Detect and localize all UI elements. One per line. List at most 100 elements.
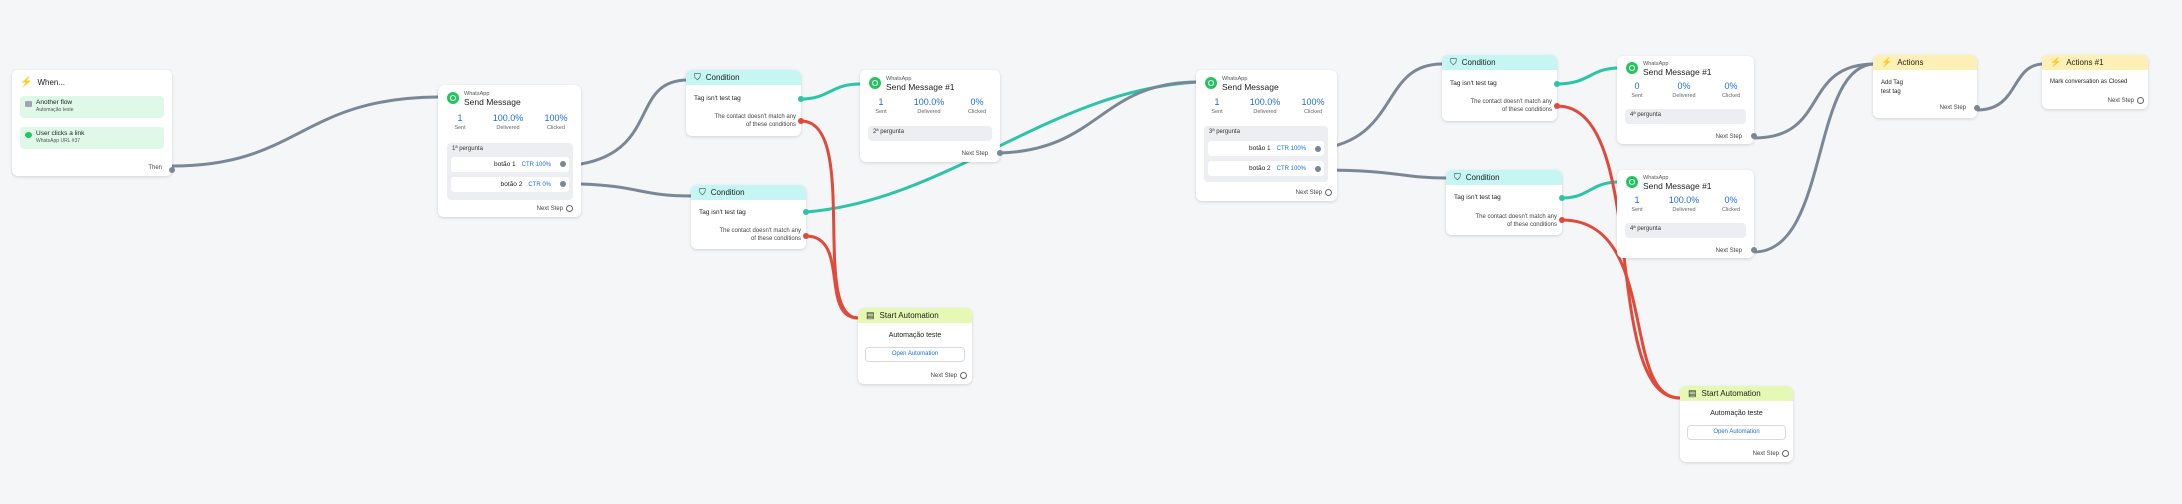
next-step[interactable]: Next Step: [537, 204, 573, 212]
edge-cond1-start1: [799, 119, 860, 320]
condition-true-port[interactable]: [803, 209, 809, 215]
condition-false-port[interactable]: [798, 118, 804, 124]
next-step[interactable]: Next Step: [2108, 96, 2144, 104]
condition-card-3[interactable]: ⛉Condition Tag isn't test tag The contac…: [1442, 55, 1560, 121]
stat-delivered: 100.0%Delivered: [1249, 97, 1281, 115]
stat-clicked: 0%Clicked: [967, 97, 987, 115]
condition-card-4[interactable]: ⛉Condition Tag isn't test tag The contac…: [1446, 170, 1565, 235]
trigger-item-link-click[interactable]: User clicks a link WhatsApp URL #37: [20, 127, 164, 149]
question-box: 4ª pergunta: [1625, 109, 1746, 124]
edge-actions1-actions2: [1975, 62, 2046, 112]
next-step-port-icon: [1325, 188, 1332, 196]
edge-msg3-b2-cond4: [1316, 168, 1448, 180]
filter-icon: ⛉: [699, 187, 706, 197]
edge-msg1-b2-cond2: [579, 182, 694, 198]
condition-true-port[interactable]: [1554, 81, 1560, 87]
next-step[interactable]: Next Step: [961, 151, 988, 157]
edge-cond4-start2: [1560, 218, 1682, 400]
next-step[interactable]: Next Step: [1753, 449, 1789, 457]
condition-false-port[interactable]: [803, 233, 809, 239]
start-automation-card-2[interactable]: ▤Start Automation Automação teste Open A…: [1680, 386, 1793, 462]
message-title: Send Message: [464, 97, 521, 107]
lightning-icon: ⚡: [2050, 57, 2062, 67]
actions-header: ⚡Actions: [1873, 55, 1977, 70]
next-step-port[interactable]: [1751, 133, 1757, 139]
whatsapp-icon: [25, 132, 32, 138]
condition-rule: Tag isn't test tag: [694, 95, 741, 102]
button-2-port[interactable]: [1315, 166, 1321, 172]
next-step-port-icon: [2137, 96, 2144, 104]
filter-icon: ⛉: [1454, 172, 1461, 182]
next-step[interactable]: Next Step: [1296, 188, 1332, 196]
start-automation-card-1[interactable]: ▤Start Automation Automação teste Open A…: [858, 308, 972, 384]
next-step-port[interactable]: [1751, 247, 1757, 253]
edge-cond3-msg4: [1555, 66, 1621, 86]
trigger-item-title: User clicks a link: [36, 130, 85, 137]
condition-false-port[interactable]: [1559, 217, 1565, 223]
condition-card-1[interactable]: ⛉Condition Tag isn't test tag The contac…: [686, 70, 804, 136]
channel-label: WhatsApp: [464, 91, 490, 97]
trigger-item-another-flow[interactable]: Another flow Automação teste: [20, 96, 164, 118]
channel-label: WhatsApp: [886, 76, 912, 82]
start-automation-header: ▤Start Automation: [1680, 386, 1793, 401]
trigger-output-port[interactable]: [169, 167, 175, 173]
button-2-port[interactable]: [560, 181, 566, 187]
trigger-header: ⚡ When...: [20, 77, 65, 88]
whatsapp-icon: [1626, 176, 1638, 188]
next-step-port-icon: [1782, 449, 1789, 457]
trigger-item-subtitle: Automação teste: [36, 107, 74, 113]
next-step[interactable]: Next Step: [931, 371, 967, 379]
automation-icon: ▤: [1688, 388, 1697, 398]
condition-true-port[interactable]: [1559, 195, 1565, 201]
condition-header: ⛉Condition: [1442, 55, 1557, 70]
condition-header: ⛉Condition: [1446, 170, 1562, 185]
button-1-port[interactable]: [560, 161, 566, 167]
trigger-card[interactable]: ⚡ When... Another flow Automação teste U…: [12, 70, 175, 176]
button-1-port[interactable]: [1315, 146, 1321, 152]
stat-delivered: 0%Delivered: [1672, 81, 1696, 99]
whatsapp-icon: [1626, 62, 1638, 74]
automation-name: Automação teste: [888, 332, 942, 339]
next-step[interactable]: Next Step: [1715, 134, 1742, 140]
actions-card-2[interactable]: ⚡Actions #1 Mark conversation as Closed …: [2042, 55, 2148, 109]
stat-clicked: 0%Clicked: [1721, 195, 1741, 213]
stat-clicked: 100%Clicked: [544, 113, 568, 131]
condition-true-port[interactable]: [798, 96, 804, 102]
next-step-port[interactable]: [1974, 105, 1980, 111]
condition-card-2[interactable]: ⛉Condition Tag isn't test tag The contac…: [691, 185, 809, 249]
message-title: Send Message: [1222, 82, 1279, 92]
whatsapp-icon: [447, 92, 459, 104]
edge-msg3-b1-cond3: [1316, 62, 1444, 151]
next-step[interactable]: Next Step: [1715, 248, 1742, 254]
next-step-port-icon: [566, 204, 573, 212]
next-step[interactable]: Next Step: [1939, 105, 1966, 111]
stat-delivered: 100.0%Delivered: [492, 113, 524, 131]
whatsapp-icon: [1205, 77, 1217, 89]
message-title: Send Message #1: [1643, 181, 1712, 191]
open-automation-button[interactable]: Open Automation: [1687, 425, 1786, 440]
condition-header: ⛉Condition: [686, 70, 801, 85]
channel-label: WhatsApp: [1222, 76, 1248, 82]
action-details: Mark conversation as Closed: [2050, 79, 2128, 85]
actions-header: ⚡Actions #1: [2042, 55, 2148, 70]
filter-icon: ⛉: [1450, 57, 1457, 67]
trigger-item-title: Another flow: [36, 99, 73, 106]
open-automation-button[interactable]: Open Automation: [865, 347, 965, 362]
question-label: 1ª pergunta: [452, 146, 483, 152]
next-step-port[interactable]: [997, 150, 1003, 156]
condition-false-port[interactable]: [1554, 103, 1560, 109]
